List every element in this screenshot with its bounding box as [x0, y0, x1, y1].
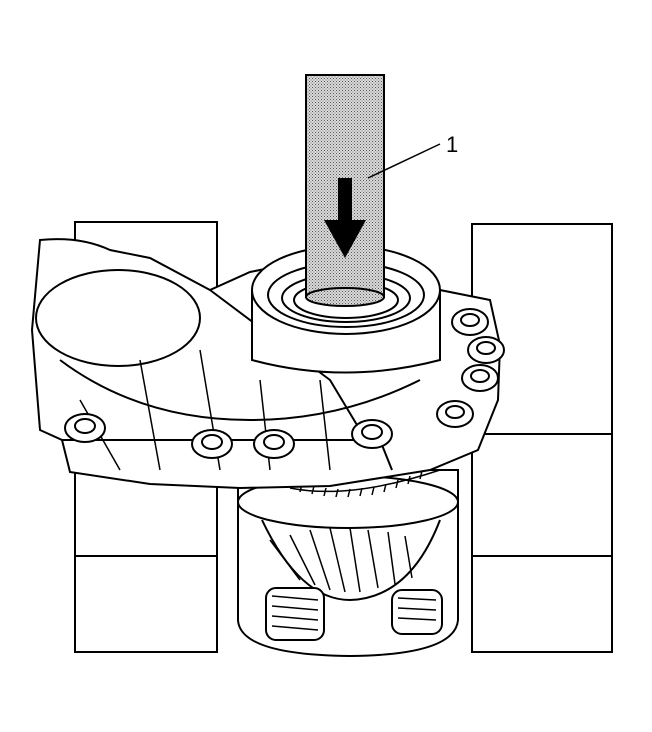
bolt-boss-7 [467, 336, 505, 364]
differential-carrier [237, 469, 459, 658]
ring-gear [289, 469, 441, 498]
bolt-bosses [64, 308, 505, 459]
right-support-block [471, 223, 613, 653]
press-direction-arrow-icon [324, 178, 366, 258]
callout-1: 1 [367, 132, 458, 179]
bolt-boss-8 [461, 364, 499, 392]
bolt-boss-6 [451, 308, 489, 336]
callout-1-leader [367, 143, 441, 179]
callout-1-label: 1 [446, 132, 458, 157]
bolt-boss-1 [64, 413, 106, 443]
bolt-boss-4 [351, 419, 393, 449]
bolt-boss-5 [436, 400, 474, 428]
bolt-boss-3 [253, 429, 295, 459]
bolt-boss-2 [191, 429, 233, 459]
